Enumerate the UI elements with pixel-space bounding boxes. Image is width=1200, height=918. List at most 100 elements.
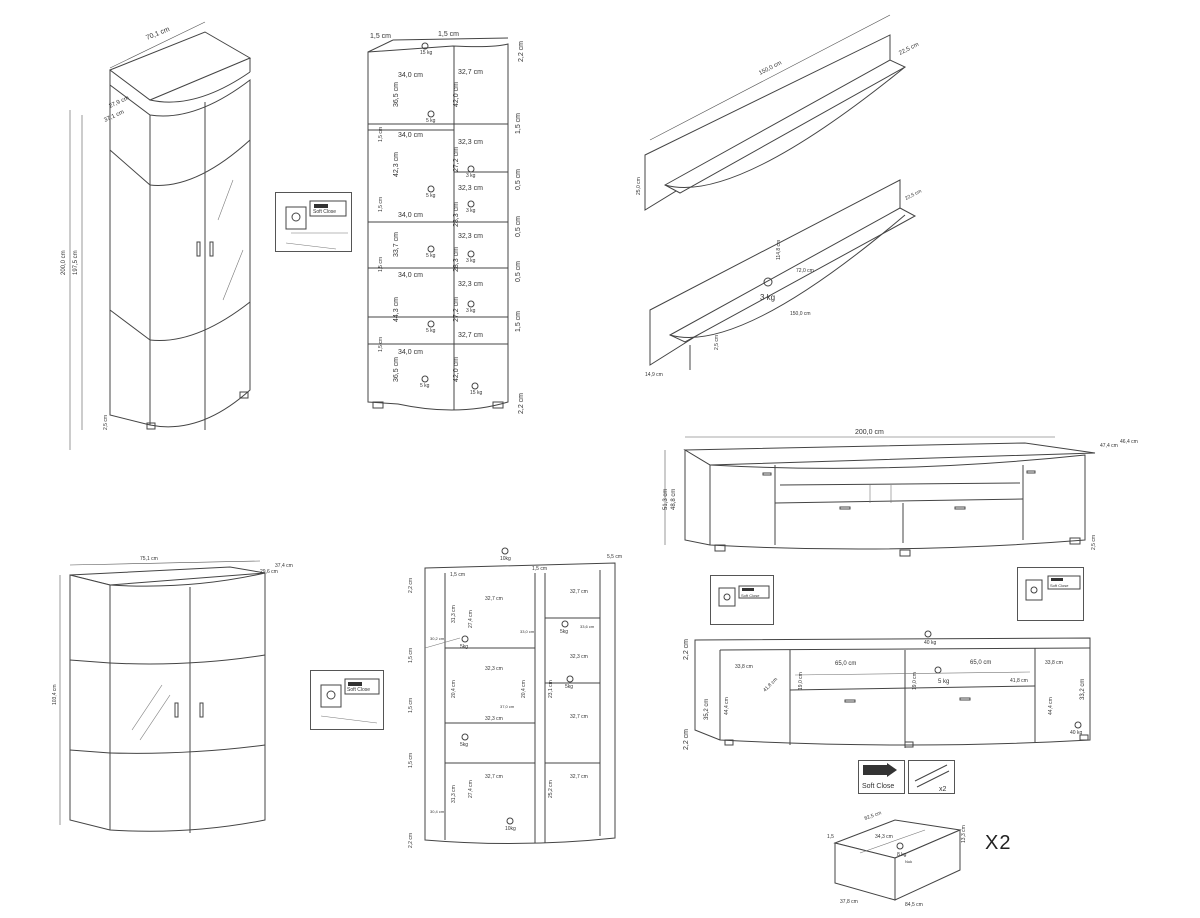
hb-height: 31,3 cm: [451, 605, 457, 623]
hb-weight: 5kg: [460, 644, 468, 650]
soft-close-label-1: Soft Close: [313, 209, 336, 215]
tv-weight-top: 40 kg: [924, 640, 936, 646]
tall-right-width: 32,3 cm: [458, 139, 483, 146]
tall-weight-label: 5 kg: [426, 193, 436, 199]
weight-icon: [561, 620, 569, 628]
wall-shelf-bottom-drawing: 3 kg 114,8 cm 72,0 cm 150,0 cm 22,5 cm 2…: [640, 160, 940, 380]
tall-left-width: 34,0 cm: [398, 212, 423, 219]
tall-left-height: 36,5 cm: [393, 357, 400, 382]
weight-icon: [467, 165, 475, 173]
tall-weight-label: 3 kg: [466, 173, 476, 179]
drawer-inner-d: 34,3 cm: [875, 834, 893, 840]
drawer-drawing: 8 kg Nuk 82,5 cm 34,3 cm 13,3 cm 84,5 cm…: [825, 808, 975, 913]
tv-depth-label: 47,4 cm: [1100, 443, 1118, 449]
soft-close-label-2: Soft Close: [741, 593, 760, 598]
tall-divider-label: 1,5 cm: [378, 197, 384, 212]
shelf-board-label: 2,5 cm: [714, 335, 720, 350]
hb-height: 27,4 cm: [468, 780, 474, 798]
tv-h1: 19,0 cm: [798, 672, 804, 690]
tall-right-height: 27,2 cm: [453, 297, 460, 322]
hb-side: 1,5 cm: [408, 648, 414, 663]
tall-left-width: 34,0 cm: [398, 349, 423, 356]
hb-weight: 5kg: [460, 742, 468, 748]
weight-icon: [506, 817, 514, 825]
shelf-left-label: 14,9 cm: [645, 372, 663, 378]
tv-top-label: 2,2 cm: [683, 639, 690, 660]
hinge-badge-3: Soft Close: [1017, 567, 1084, 621]
highboard-width-label: 75,1 cm: [140, 556, 158, 562]
drawer-inner-w: 82,5 cm: [864, 810, 883, 822]
tall-right-width: 32,3 cm: [458, 185, 483, 192]
hb-small: 37,0 cm: [500, 704, 515, 709]
tv-bottom-label: 2,2 cm: [683, 729, 690, 750]
hb-width: 32,7 cm: [570, 774, 588, 780]
tall-weight-label: 15 kg: [420, 50, 432, 56]
hb-side: 1,5 cm: [408, 698, 414, 713]
hb-height: 23,1 cm: [548, 680, 554, 698]
tall-right-height: 42,0 cm: [453, 82, 460, 107]
shelf-back-label: 150,0 cm: [790, 311, 811, 317]
tall-top-gap: 2,2 cm: [518, 41, 525, 62]
tall-left-height: 36,5 cm: [393, 82, 400, 107]
tall-side-label: 1,5 cm: [515, 311, 522, 332]
hb-weight: 5kg: [565, 684, 573, 690]
tall-divider-label: 1,5 cm: [378, 257, 384, 272]
tall-right-height: 28,3 cm: [453, 247, 460, 272]
hb-top-right: 1,5 cm: [532, 566, 547, 572]
tv-side-h3: 44,4 cm: [1048, 697, 1054, 715]
tv-mid-w2: 65,0 cm: [970, 660, 991, 666]
hb-height: 27,4 cm: [468, 610, 474, 628]
soft-close-label-3: Soft Close: [1050, 583, 1069, 588]
hb-height: 20,4 cm: [451, 680, 457, 698]
highboard-depth-b-label: 29,6 cm: [260, 569, 278, 575]
drawer-front: 84,5 cm: [905, 902, 923, 908]
hb-small: 30,4 cm: [430, 809, 445, 814]
tv-plinth-label: 2,5 cm: [1091, 535, 1097, 550]
hb-weight: 5kg: [560, 629, 568, 635]
tall-side-label: 0,5 cm: [515, 169, 522, 190]
hb-small: 30,2 cm: [430, 636, 445, 641]
weight-icon: [421, 375, 429, 383]
tall-weight-label: 15 kg: [470, 390, 482, 396]
tall-left-height: 44,3 cm: [393, 297, 400, 322]
cabinet-width-label: 70,1 cm: [145, 26, 171, 42]
tall-left-width: 34,0 cm: [398, 272, 423, 279]
cabinet-plinth-label: 2,5 cm: [103, 415, 109, 430]
weight-icon: [471, 382, 479, 390]
tall-weight-label: 5 kg: [426, 328, 436, 334]
shelf-inner-label: 72,0 cm: [796, 268, 814, 274]
weight-icon: [427, 185, 435, 193]
weight-icon: [501, 547, 509, 555]
tv-height-a-label: 51,3 cm: [663, 489, 669, 510]
hb-right-top: 5,5 cm: [607, 554, 622, 560]
tv-height-b-label: 48,8 cm: [671, 489, 677, 510]
shelf-top-height-label: 25,0 cm: [636, 177, 642, 195]
hb-height: 20,4 cm: [521, 680, 527, 698]
soft-close-label-4: Soft Close: [347, 687, 370, 693]
rails-count-label: x2: [939, 786, 947, 793]
drawer-inner-label: Nuk: [905, 859, 912, 864]
tv-right-h: 41,8 cm: [1010, 678, 1028, 684]
tall-right-width: 32,7 cm: [458, 332, 483, 339]
weight-icon: [461, 733, 469, 741]
highboard-height-label: 103,4 cm: [52, 684, 58, 705]
tall-right-width: 32,3 cm: [458, 281, 483, 288]
hb-width: 32,7 cm: [485, 596, 503, 602]
tall-left-height: 42,3 cm: [393, 152, 400, 177]
hb-width: 32,7 cm: [570, 714, 588, 720]
hinge-badge-1: Soft Close: [275, 192, 352, 252]
hb-height: 25,2 cm: [548, 780, 554, 798]
tv-depth-b-label: 46,4 cm: [1120, 439, 1138, 445]
tall-right-height: 28,3 cm: [453, 202, 460, 227]
tall-top-right: 1,5 cm: [438, 31, 459, 38]
drawer-depth: 37,8 cm: [840, 899, 858, 905]
tv-interior-drawing: 40 kg 5 kg 40 kg 2,2 cm 2,2 cm 33,8 cm 6…: [680, 630, 1105, 760]
tv-bench-drawing: 200,0 cm 51,3 cm 48,8 cm 47,4 cm 46,4 cm…: [655, 425, 1145, 565]
tv-weight-bottom: 40 kg: [1070, 730, 1082, 736]
tall-weight-label: 5 kg: [426, 253, 436, 259]
hb-weight: 10kg: [500, 556, 511, 562]
shelf-top-depth-label: 22,5 cm: [898, 42, 920, 57]
hinge-badge-2: Soft Close: [710, 575, 774, 625]
tall-left-width: 34,0 cm: [398, 132, 423, 139]
